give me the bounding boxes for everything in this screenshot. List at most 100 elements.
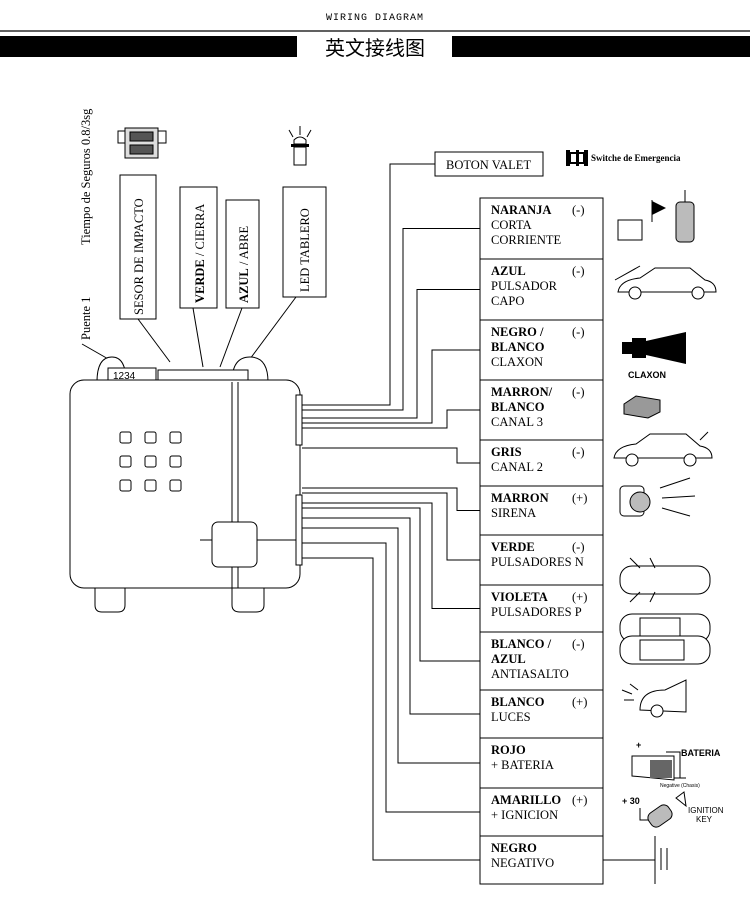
svg-text:KEY: KEY — [696, 815, 713, 824]
wire-polarity: (-) — [572, 540, 585, 554]
wire-function: + BATERIA — [491, 758, 554, 772]
wire-10 — [302, 527, 480, 764]
bridge-label: Puente 1 — [79, 297, 93, 340]
wire-box: VIOLETA (+)PULSADORES P — [479, 584, 604, 633]
wire-box: VERDE(-)PULSADORES N — [479, 534, 604, 586]
wire-12 — [302, 557, 480, 861]
wire-color-2: BLANCO — [491, 400, 545, 414]
car-hood-icon — [614, 265, 717, 300]
wire-0 — [302, 228, 480, 411]
wire-polarity: (-) — [572, 637, 585, 651]
wire-5 — [302, 487, 480, 511]
wire-color: NEGRO / — [491, 325, 544, 339]
led-icon — [288, 126, 312, 166]
wire-function: ANTIASALTO — [491, 667, 569, 681]
horn-icon: CLAXON — [622, 332, 686, 380]
lock-close-box: VERDE / CIERRA — [179, 186, 218, 309]
wire-polarity: (-) — [572, 264, 585, 278]
wire-polarity: (-) — [572, 325, 585, 339]
wire-color: BLANCO / — [491, 637, 552, 651]
relay-coil-icon — [617, 190, 695, 243]
wire-function: LUCES — [491, 710, 531, 724]
timing-label: Tiempo de Seguros 0.8/3sg — [79, 108, 93, 245]
wire-polarity: (+) — [572, 695, 587, 709]
wire-polarity: (+) — [572, 793, 587, 807]
svg-text:CLAXON: CLAXON — [628, 370, 666, 380]
wire-function: CLAXON — [491, 355, 543, 369]
wire-function: + IGNICION — [491, 808, 558, 822]
wire-polarity: (+) — [572, 590, 587, 604]
wire-color: NARANJA — [491, 203, 551, 217]
wire-color: MARRON/ — [491, 385, 553, 399]
wire-polarity: (+) — [572, 491, 587, 505]
wire-function: NEGATIVO — [491, 856, 554, 870]
svg-text:SESOR DE IMPACTO: SESOR DE IMPACTO — [132, 198, 146, 315]
wire-2 — [302, 349, 480, 424]
module-icon — [623, 395, 661, 419]
header-subtitle: 英文接线图 — [325, 36, 425, 60]
wire-color: BLANCO — [491, 695, 545, 709]
wire-4 — [302, 447, 480, 464]
wire-8 — [302, 507, 480, 662]
battery-icon: + BATERIA Negative (Chasis) — [631, 740, 721, 789]
wire-boxes: NARANJA(-)CORTACORRIENTEAZUL(-)PULSADORC… — [479, 197, 604, 885]
svg-text:Negative (Chasis): Negative (Chasis) — [660, 783, 700, 789]
wire-1 — [302, 289, 480, 419]
car-lights-icon — [621, 679, 687, 718]
svg-text:BOTON VALET: BOTON VALET — [446, 158, 531, 172]
wire-color: AMARILLO — [491, 793, 561, 807]
siren-icon — [619, 477, 696, 517]
wire-function-2: CAPO — [491, 294, 524, 308]
svg-text:IGNITION: IGNITION — [688, 806, 724, 815]
alarm-control-unit: 1234 — [69, 356, 303, 613]
svg-text:+ 30: + 30 — [622, 796, 640, 806]
wire-polarity: (-) — [572, 203, 585, 217]
ignition-key-icon: + 30 IGNITION KEY — [622, 791, 724, 828]
wire-9 — [302, 517, 480, 715]
emergency-switch-icon: Switche de Emergencia — [566, 150, 681, 166]
car-trunk-icon — [613, 431, 713, 467]
wire-box: GRIS(-)CANAL 2 — [479, 439, 604, 487]
wire-polarity: (-) — [572, 445, 585, 459]
car-icon — [619, 635, 711, 665]
valet-button-box: BOTON VALET — [434, 151, 544, 177]
wire-color: AZUL — [491, 264, 526, 278]
svg-text:Switche de Emergencia: Switche de Emergencia — [591, 153, 681, 163]
svg-text:AZUL / ABRE: AZUL / ABRE — [237, 226, 251, 303]
wire-7 — [302, 502, 480, 609]
impact-sensor-box: SESOR DE IMPACTO — [119, 174, 157, 320]
wire-function: CORTA — [491, 218, 532, 232]
wire-color: ROJO — [491, 743, 526, 757]
wire-color: VIOLETA — [491, 590, 548, 604]
wire-box: AMARILLO (+) + IGNICION — [479, 787, 604, 837]
wire-lines — [302, 163, 480, 861]
wire-6 — [302, 492, 480, 561]
wire-color-2: AZUL — [491, 652, 526, 666]
wire-function: CANAL 2 — [491, 460, 543, 474]
wire-box: ROJO+ BATERIA — [479, 737, 604, 789]
wire-11 — [302, 542, 480, 813]
svg-text:VERDE / CIERRA: VERDE / CIERRA — [193, 204, 207, 303]
wire-polarity: (-) — [572, 385, 585, 399]
header-title: WIRING DIAGRAM — [326, 13, 424, 24]
wire-box: BLANCO (+) LUCES — [479, 689, 604, 739]
svg-text:+: + — [636, 740, 641, 750]
wire-color-2: BLANCO — [491, 340, 545, 354]
wire-function: SIRENA — [491, 506, 536, 520]
svg-text:LED TABLERO: LED TABLERO — [298, 208, 312, 292]
wire-function: CANAL 3 — [491, 415, 543, 429]
header-bar-left — [0, 36, 297, 57]
lock-open-box: AZUL / ABRE — [225, 199, 260, 309]
wire-function: PULSADORES P — [491, 605, 582, 619]
connector-numbers: 1234 — [113, 371, 136, 382]
wire-function-2: CORRIENTE — [491, 233, 562, 247]
wire-3 — [302, 409, 480, 429]
valet-wire — [302, 163, 435, 406]
